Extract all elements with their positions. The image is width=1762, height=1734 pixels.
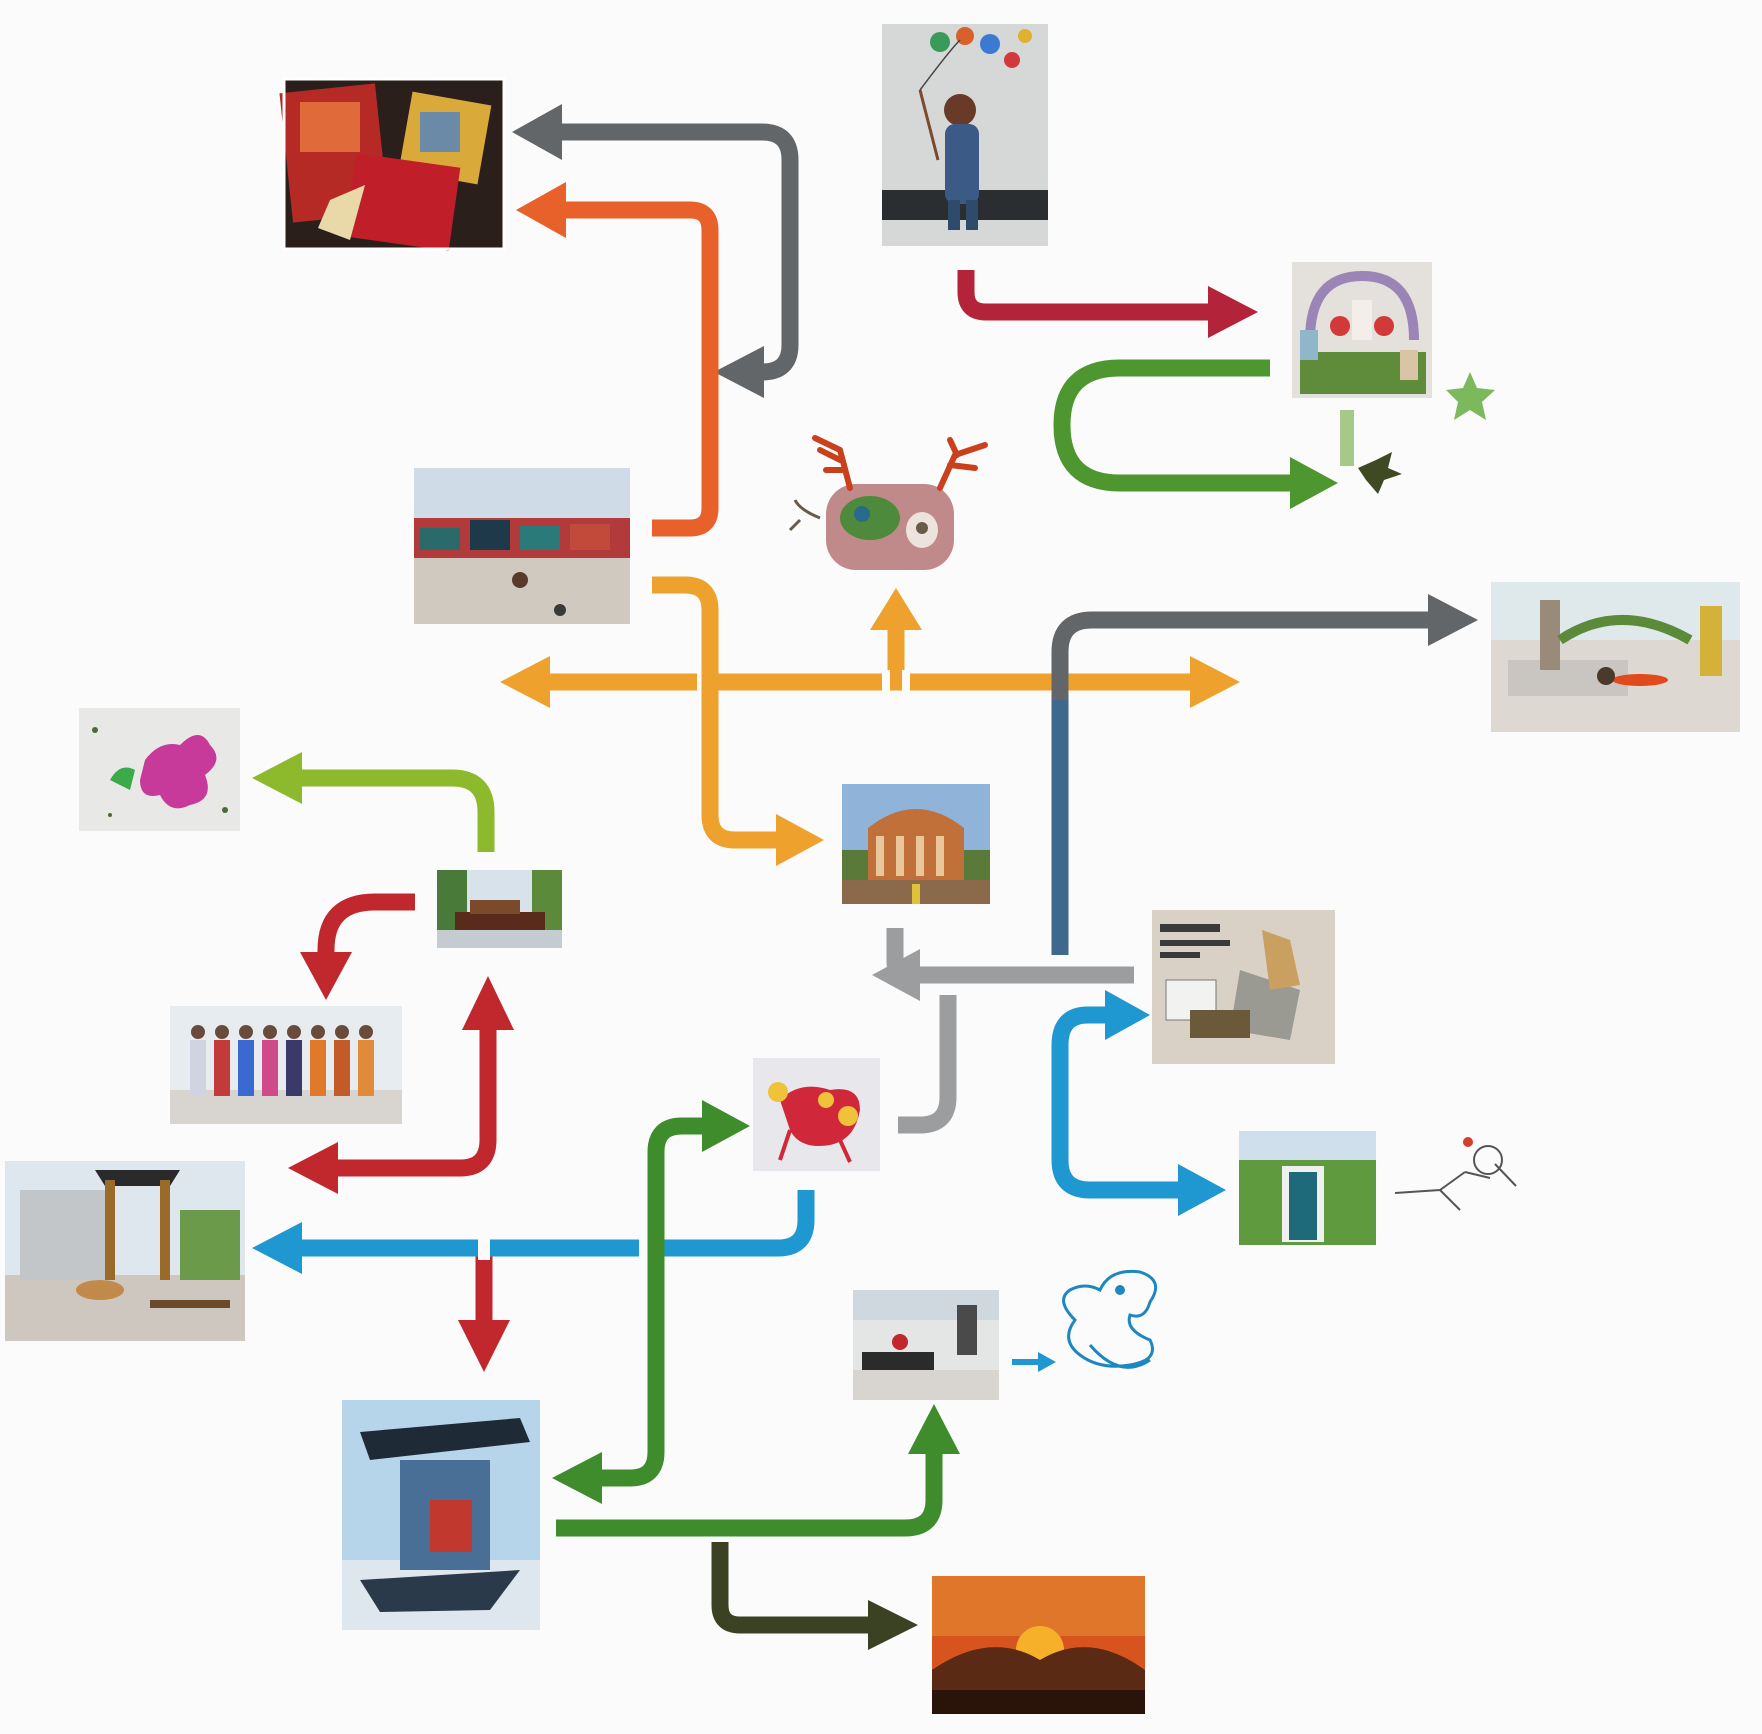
node-rotunda (842, 784, 990, 904)
node-green-door (1239, 1131, 1376, 1245)
connector-dark-olive-down (711, 1542, 918, 1650)
node-plaza-sculpture (1491, 582, 1740, 732)
node-kite-flyer (882, 24, 1048, 246)
connector-orange-up (516, 182, 719, 537)
node-paint-splatter (79, 708, 240, 831)
connector-lime-left (252, 752, 495, 852)
connector-slate-up-right (1051, 594, 1478, 955)
node-sunset (932, 1576, 1145, 1714)
connector-blue-left (252, 1190, 815, 1274)
node-arch-gate (1292, 262, 1432, 398)
node-green-star (1446, 372, 1495, 420)
node-collage-squares (279, 77, 506, 251)
connector-crimson-right (957, 270, 1258, 338)
node-workbench (1152, 910, 1335, 1064)
node-red-cartoon (753, 1058, 880, 1171)
connector-red-cycle (288, 893, 514, 1372)
node-blue-doodle (1062, 1269, 1158, 1369)
connector-blue-fork (1051, 990, 1226, 1216)
node-beach-car (853, 1290, 999, 1400)
node-boat (437, 870, 562, 948)
connector-forest-up (552, 1100, 750, 1504)
node-sketch-figure (1394, 1137, 1517, 1211)
node-olive-blob (1358, 452, 1402, 494)
connector-silver-left (872, 928, 1134, 1134)
node-pavilion (5, 1161, 245, 1341)
node-market-square (414, 468, 630, 624)
node-group-portrait (170, 1006, 402, 1124)
connector-gray-loop (512, 104, 799, 398)
connector-yellow-down (652, 576, 824, 866)
node-shard-structure (342, 1400, 540, 1630)
connector-forest-right-up (556, 1404, 960, 1537)
node-antler-creature (788, 435, 988, 570)
connector-blue-small (1012, 1352, 1056, 1372)
connector-green-u-turn (1053, 359, 1354, 509)
